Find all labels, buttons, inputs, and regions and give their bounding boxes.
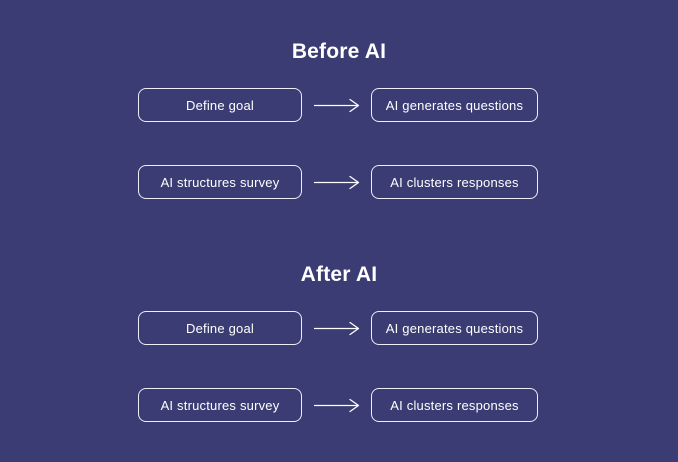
flow-row: Define goal AI generates questions xyxy=(138,311,538,345)
step-label: AI generates questions xyxy=(385,97,524,113)
step-label: AI clusters responses xyxy=(390,397,519,413)
step-label: AI structures survey xyxy=(160,174,280,190)
step-box: AI clusters responses xyxy=(371,388,538,422)
arrow-right-icon xyxy=(302,321,371,336)
step-label: AI generates questions xyxy=(385,320,524,336)
arrow-right-icon xyxy=(302,98,371,113)
step-box: AI generates questions xyxy=(371,88,538,122)
arrow-right-icon xyxy=(302,398,371,413)
step-box: Define goal xyxy=(138,88,302,122)
step-label: Define goal xyxy=(186,320,254,336)
arrow-right-icon xyxy=(302,175,371,190)
step-box: AI structures survey xyxy=(138,388,302,422)
section-title-after-ai: After AI xyxy=(300,263,378,286)
flow-row: AI structures survey AI clusters respons… xyxy=(138,388,538,422)
step-box: AI clusters responses xyxy=(371,165,538,199)
flow-row: Define goal AI generates questions xyxy=(138,88,538,122)
flow-row: AI structures survey AI clusters respons… xyxy=(138,165,538,199)
step-label: AI structures survey xyxy=(160,397,280,413)
step-label: AI clusters responses xyxy=(390,174,519,190)
step-box: AI structures survey xyxy=(138,165,302,199)
step-label: Define goal xyxy=(186,97,254,113)
step-box: AI generates questions xyxy=(371,311,538,345)
step-box: Define goal xyxy=(138,311,302,345)
section-title-before-ai: Before AI xyxy=(291,40,387,63)
